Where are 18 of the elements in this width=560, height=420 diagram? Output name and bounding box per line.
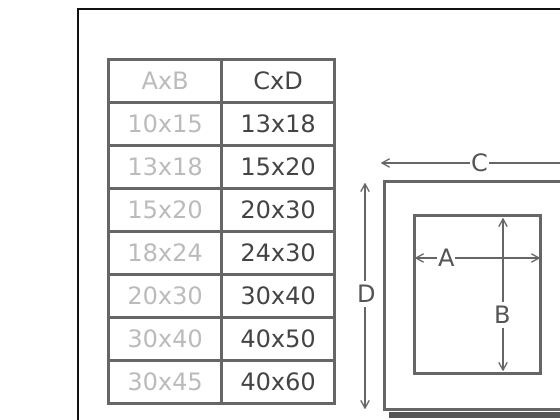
table-cell: 40x60 [223, 362, 333, 402]
table-cell: 18x24 [110, 233, 220, 273]
table-cell: 15x20 [110, 190, 220, 230]
table-cell: 40x50 [223, 319, 333, 359]
table-cell: 24x30 [223, 233, 333, 273]
table-cell: 30x40 [110, 319, 220, 359]
dimension-label: D [356, 281, 376, 307]
column-header: CxD [223, 61, 333, 101]
table-cell: 13x18 [110, 147, 220, 187]
table-cell: 20x30 [223, 190, 333, 230]
column-header: AxB [110, 61, 220, 101]
dimension-label: B [493, 302, 512, 328]
table-cell: 30x45 [110, 362, 220, 402]
table-cell: 20x30 [110, 276, 220, 316]
table-cell: 15x20 [223, 147, 333, 187]
table-cell: 10x15 [110, 104, 220, 144]
table-cell: 30x40 [223, 276, 333, 316]
table-cell: 13x18 [223, 104, 333, 144]
